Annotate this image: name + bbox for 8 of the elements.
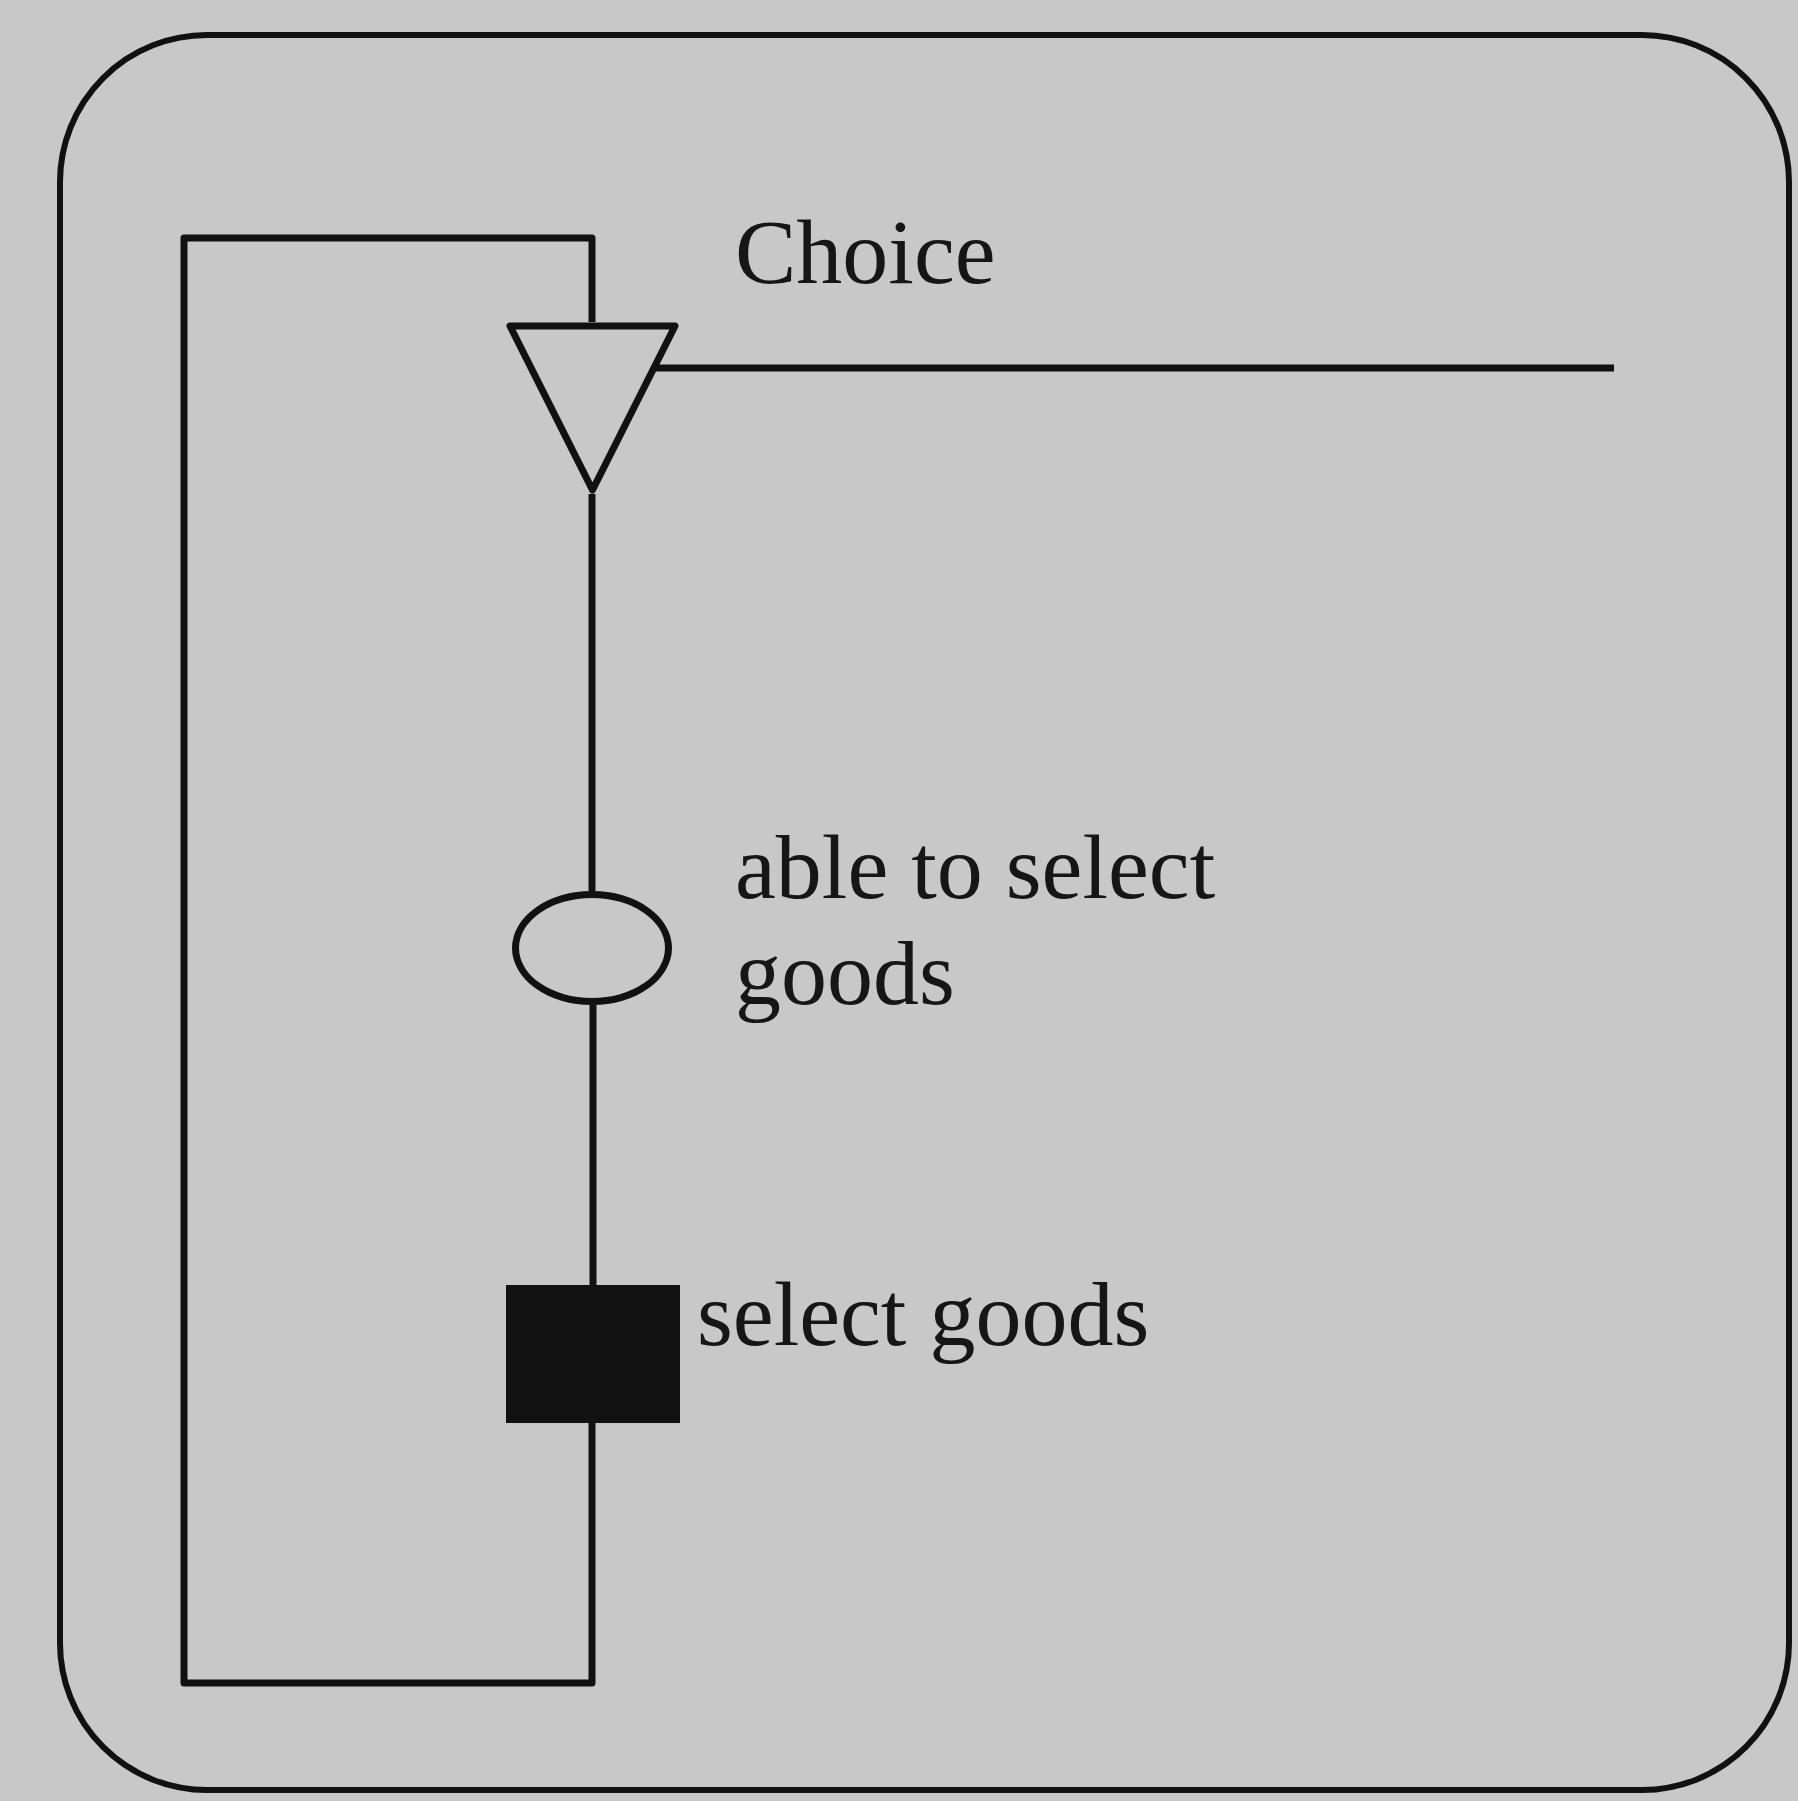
triangle-symbol [506,322,679,494]
rounded-frame [57,32,1792,1793]
symbol-label: able to select goods [735,815,1217,1026]
symbol-label: select goods [697,1262,1150,1367]
ellipse-symbol [512,891,672,1005]
connector-line [180,234,596,1687]
square-symbol [506,1285,680,1423]
symbol-label: Choice [735,200,996,305]
